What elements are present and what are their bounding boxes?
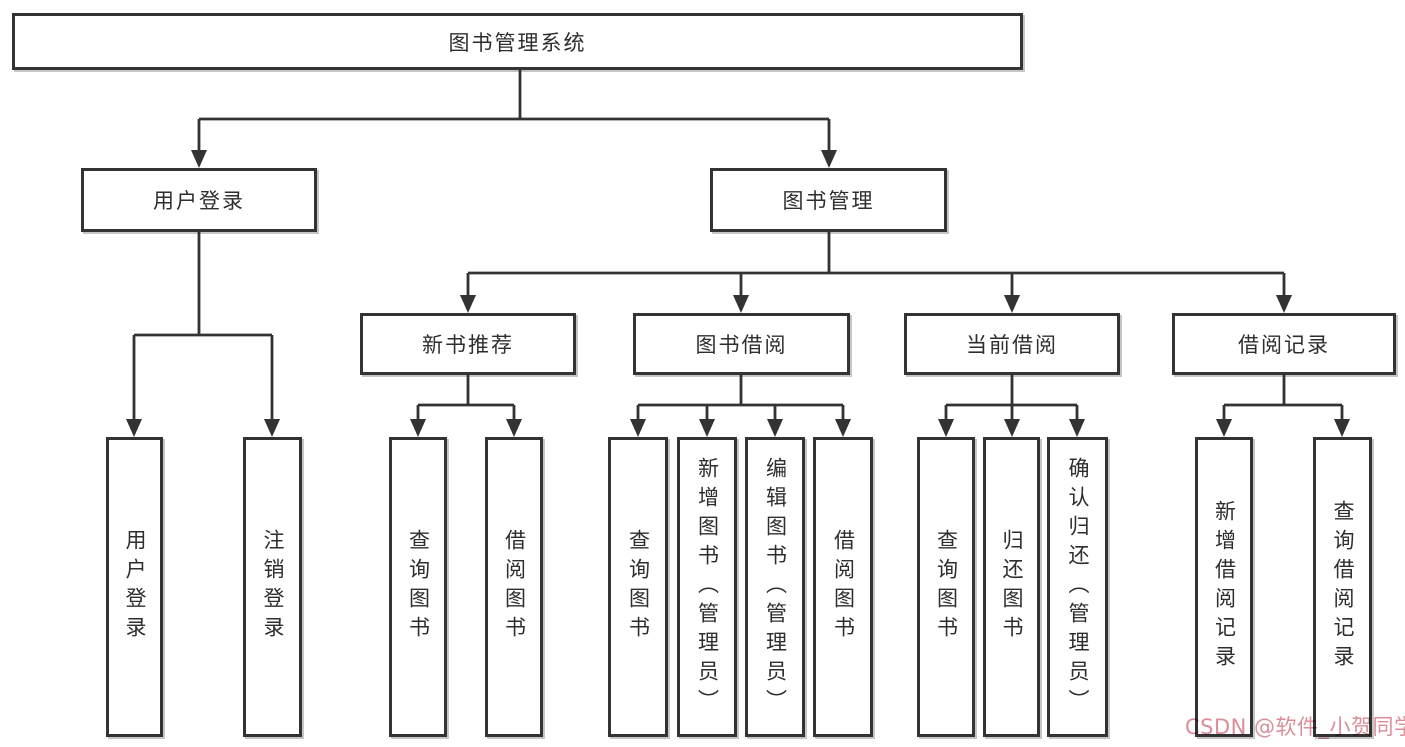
node-current-borrow: 当前借阅 (904, 313, 1120, 375)
leaf-label: 查询图书 (934, 529, 959, 645)
arrow-down-icon (630, 419, 646, 437)
leaf-confirm-return-admin: 确认归还（管理员） (1047, 437, 1108, 737)
leaf-label: 用户登录 (123, 529, 147, 645)
arrow-down-icon (733, 295, 749, 313)
node-borrow-records: 借阅记录 (1172, 313, 1396, 375)
arrow-down-icon (767, 419, 783, 437)
arrow-down-icon (264, 419, 280, 437)
node-label: 借阅记录 (1238, 333, 1330, 357)
node-new-book-recommend: 新书推荐 (360, 313, 576, 375)
connector-path (132, 70, 1344, 421)
node-book-management: 图书管理 (710, 168, 947, 232)
node-label: 新书推荐 (422, 333, 514, 357)
leaf-return-books: 归还图书 (983, 437, 1040, 737)
arrow-down-icon (1004, 295, 1020, 313)
leaf-label: 确认归还（管理员） (1066, 456, 1090, 718)
node-label: 图书管理系统 (448, 30, 587, 55)
leaf-edit-books-admin: 编辑图书（管理员） (745, 437, 805, 737)
leaf-query-borrow-record: 查询借阅记录 (1313, 437, 1372, 737)
arrowheads-group (126, 150, 1350, 437)
arrow-down-icon (938, 419, 954, 437)
leaf-label: 注销登录 (261, 529, 285, 645)
leaf-label: 归还图书 (1000, 529, 1024, 645)
arrow-down-icon (191, 150, 207, 168)
node-library-system: 图书管理系统 (12, 13, 1023, 70)
leaf-add-borrow-record: 新增借阅记录 (1195, 437, 1253, 737)
leaf-label: 查询图书 (406, 529, 431, 645)
arrow-down-icon (1069, 419, 1085, 437)
arrow-down-icon (821, 150, 837, 168)
leaf-label: 查询图书 (626, 529, 651, 645)
arrow-down-icon (1004, 419, 1020, 437)
arrow-down-icon (1216, 419, 1232, 437)
arrow-down-icon (410, 419, 426, 437)
node-label: 用户登录 (153, 189, 245, 213)
node-book-borrow: 图书借阅 (633, 313, 850, 375)
csdn-watermark: CSDN @软件_小贺同学 (1185, 715, 1405, 739)
leaf-logout: 注销登录 (243, 437, 302, 737)
arrow-down-icon (506, 419, 522, 437)
arrow-down-icon (1276, 295, 1292, 313)
arrow-down-icon (126, 419, 142, 437)
arrow-down-icon (1334, 419, 1350, 437)
leaf-label: 查询借阅记录 (1331, 500, 1355, 674)
leaf-label: 编辑图书（管理员） (763, 456, 788, 718)
arrow-down-icon (699, 419, 715, 437)
leaf-borrow-books-recommend: 借阅图书 (485, 437, 543, 737)
leaf-label: 新增借阅记录 (1212, 500, 1237, 674)
arrow-down-icon (835, 419, 851, 437)
leaf-borrow-books: 借阅图书 (813, 437, 873, 737)
node-user-login: 用户登录 (81, 168, 317, 232)
node-label: 图书管理 (782, 189, 875, 213)
leaf-query-books-borrow: 查询图书 (608, 437, 668, 737)
leaf-query-books-current: 查询图书 (917, 437, 975, 737)
leaf-label: 借阅图书 (831, 529, 856, 645)
node-label: 当前借阅 (966, 333, 1058, 357)
leaf-user-login: 用户登录 (106, 437, 163, 737)
node-label: 图书借阅 (695, 333, 788, 357)
leaf-label: 借阅图书 (502, 529, 527, 645)
leaf-query-books-recommend: 查询图书 (389, 437, 447, 737)
arrow-down-icon (460, 295, 476, 313)
leaf-add-books-admin: 新增图书（管理员） (677, 437, 737, 737)
leaf-label: 新增图书（管理员） (695, 456, 720, 718)
